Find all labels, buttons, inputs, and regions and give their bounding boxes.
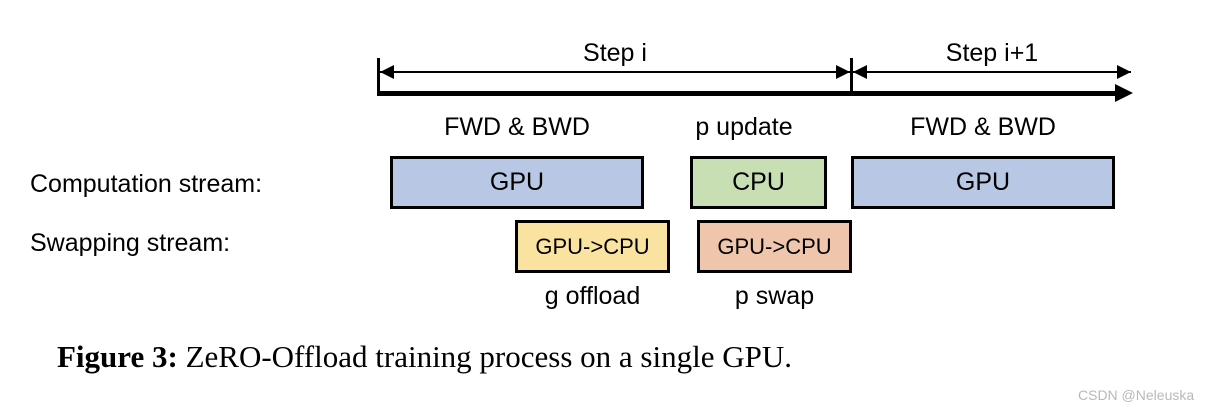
swapping-block-p-swap[interactable]: GPU->CPU — [697, 220, 852, 273]
figure-caption-text: ZeRO-Offload training process on a singl… — [177, 339, 792, 374]
phase-label-p-update: p update — [695, 113, 793, 141]
step-label-i: Step i — [583, 39, 647, 67]
step-i1-span-line — [853, 71, 1131, 73]
time-axis-arrow-icon — [1115, 84, 1133, 102]
computation-block-label: CPU — [732, 168, 785, 196]
row-label-swapping-stream: Swapping stream: — [30, 229, 231, 257]
phase-label-fwd-bwd-1: FWD & BWD — [444, 113, 590, 141]
step-i-arrow-right-icon — [836, 65, 850, 79]
step-i-arrow-left-icon — [380, 65, 394, 79]
computation-block-cpu[interactable]: CPU — [690, 156, 827, 209]
swapping-block-g-offload[interactable]: GPU->CPU — [515, 220, 670, 273]
computation-block-label: GPU — [489, 168, 545, 196]
swapping-block-label: GPU->CPU — [717, 233, 832, 259]
figure-caption: Figure 3: ZeRO-Offload training process … — [57, 341, 792, 372]
computation-block-gpu-1[interactable]: GPU — [390, 156, 644, 209]
figure-caption-prefix: Figure 3: — [57, 339, 178, 374]
timeline-tick-start — [377, 58, 380, 96]
computation-block-gpu-2[interactable]: GPU — [851, 156, 1115, 209]
step-label-i-plus-1: Step i+1 — [945, 39, 1039, 67]
watermark-csdn: CSDN @Neleuska — [1078, 387, 1195, 403]
sub-label-g-offload: g offload — [544, 282, 641, 310]
step-i-span-line — [380, 71, 850, 73]
phase-label-fwd-bwd-2: FWD & BWD — [910, 113, 1056, 141]
swapping-block-label: GPU->CPU — [535, 233, 650, 259]
timeline-tick-divider — [850, 58, 853, 96]
step-i1-arrow-right-icon — [1117, 65, 1131, 79]
step-i1-arrow-left-icon — [853, 65, 867, 79]
row-label-computation-stream: Computation stream: — [30, 170, 263, 198]
computation-block-label: GPU — [955, 168, 1011, 196]
time-axis-line — [377, 91, 1117, 96]
sub-label-p-swap: p swap — [734, 282, 815, 310]
